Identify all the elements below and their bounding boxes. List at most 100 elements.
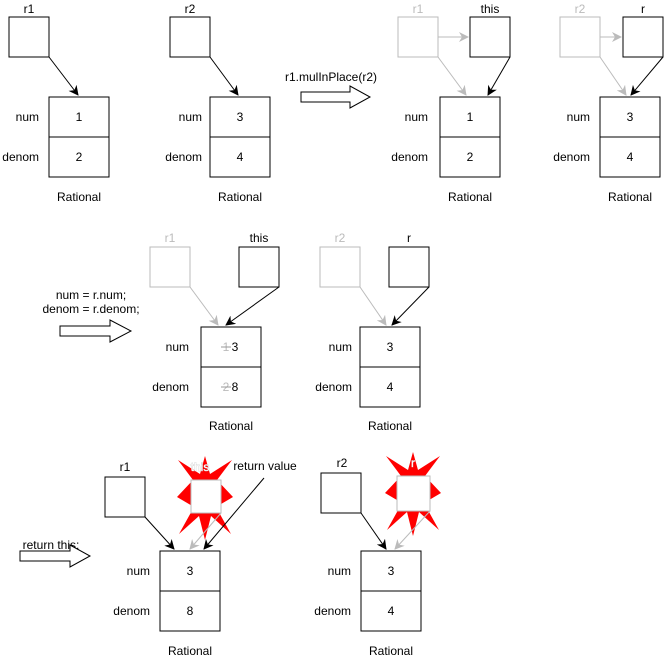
- assign-transition: num = r.num; denom = r.denom;: [42, 288, 140, 343]
- obj1-num-label: num: [405, 110, 428, 124]
- return-text: return this;: [23, 538, 80, 552]
- obj2-class-label: Rational: [369, 644, 413, 658]
- call-text: r1.mulInPlace(r2): [285, 70, 377, 84]
- var-r-label: r: [411, 456, 415, 470]
- obj2-num-cell: [599, 96, 661, 138]
- r1-pointer-arrow: [48, 56, 79, 96]
- var-r2-label: r2: [575, 2, 586, 16]
- var-r2-box: [559, 16, 601, 58]
- obj2-denom-label: denom: [165, 150, 202, 164]
- obj2-denom-cell: [599, 136, 661, 178]
- obj2-class-label: Rational: [368, 419, 412, 433]
- obj1-num-cell: [48, 96, 110, 138]
- obj1-class-label: Rational: [209, 419, 253, 433]
- obj2-denom-value: 4: [387, 380, 394, 394]
- obj2-denom-label: denom: [314, 604, 351, 618]
- var-r1-box: [8, 16, 50, 58]
- return-block-arrow: [19, 544, 92, 568]
- obj2-denom-label: denom: [553, 150, 590, 164]
- obj1-denom-cell: [439, 136, 501, 178]
- obj2-num-cell: [209, 96, 271, 138]
- assign-block-arrow: [59, 319, 133, 343]
- obj2-denom-cell: [359, 366, 421, 408]
- obj1-denom-value: 2: [467, 150, 474, 164]
- var-r2-label: r2: [337, 456, 348, 470]
- stage-3: r1 this num denom 1 3 2 8 Rational r2 r …: [149, 231, 430, 433]
- r1-pointer-arrow: [189, 286, 219, 326]
- return-value-label: return value: [233, 459, 297, 473]
- r2-pointer-arrow: [599, 56, 627, 96]
- var-this-box: [190, 479, 222, 514]
- r2-pointer-arrow: [360, 512, 387, 550]
- obj1-num-label: num: [16, 110, 39, 124]
- obj2-num-value: 3: [237, 110, 244, 124]
- var-r-box: [388, 246, 430, 288]
- call-transition: r1.mulInPlace(r2): [285, 70, 377, 109]
- var-r2-box: [319, 246, 361, 288]
- obj1-class-label: Rational: [448, 190, 492, 204]
- obj2-denom-value: 4: [237, 150, 244, 164]
- r2-pointer-arrow: [359, 286, 387, 326]
- obj1-num-value: 1: [76, 110, 83, 124]
- r-pointer-arrow: [630, 56, 664, 96]
- var-this-label: this: [250, 231, 269, 245]
- var-r1-box: [397, 16, 439, 58]
- r-pointer-arrow: [391, 286, 430, 326]
- var-r1-label: r1: [165, 231, 176, 245]
- obj1-denom-cell: [159, 590, 221, 632]
- assign-line-1: num = r.num;: [56, 288, 126, 302]
- obj1-denom-new-value: 8: [232, 380, 239, 394]
- obj1-num-value: 3: [187, 564, 194, 578]
- var-r-box: [622, 16, 664, 58]
- obj2-denom-label: denom: [315, 380, 352, 394]
- var-r1-box: [104, 476, 146, 518]
- var-this-label: this: [481, 2, 500, 16]
- var-r1-label: r1: [413, 2, 424, 16]
- obj1-denom-cell: [48, 136, 110, 178]
- var-this-box: [469, 16, 511, 58]
- obj2-num-label: num: [567, 110, 590, 124]
- obj2-num-value: 3: [387, 340, 394, 354]
- var-r2-box: [320, 472, 362, 514]
- obj2-num-label: num: [179, 110, 202, 124]
- var-r1-label: r1: [120, 460, 131, 474]
- stage-2: r1 this num denom 1 2 Rational r2 r num …: [391, 2, 664, 204]
- var-r1-box: [149, 246, 191, 288]
- obj1-denom-label: denom: [113, 604, 150, 618]
- assign-line-2: denom = r.denom;: [42, 302, 139, 316]
- obj1-denom-value: 2: [76, 150, 83, 164]
- var-r2-box: [169, 16, 211, 58]
- obj1-denom-cell: [200, 366, 262, 408]
- var-r-box: [396, 475, 431, 512]
- var-r2-label: r2: [185, 2, 196, 16]
- obj2-denom-value: 4: [388, 604, 395, 618]
- this-pointer-arrow: [225, 286, 280, 326]
- obj2-denom-value: 4: [627, 150, 634, 164]
- obj1-num-cell: [439, 96, 501, 138]
- obj1-denom-label: denom: [391, 150, 428, 164]
- obj1-class-label: Rational: [168, 644, 212, 658]
- var-r1-label: r1: [24, 2, 35, 16]
- obj1-num-label: num: [166, 340, 189, 354]
- var-r-label: r: [641, 2, 645, 16]
- r1-pointer-arrow: [437, 56, 467, 96]
- var-this-label: this: [191, 460, 210, 474]
- obj2-denom-cell: [209, 136, 271, 178]
- obj1-num-new-value: 3: [232, 340, 239, 354]
- obj2-num-label: num: [329, 340, 352, 354]
- r2-pointer-arrow: [209, 56, 239, 96]
- obj2-num-cell: [360, 550, 422, 592]
- obj1-class-label: Rational: [57, 190, 101, 204]
- obj2-denom-cell: [360, 590, 422, 632]
- var-r2-label: r2: [335, 231, 346, 245]
- stage-4: r1 this return value num denom 3 8 Ratio…: [104, 452, 441, 658]
- obj2-class-label: Rational: [608, 190, 652, 204]
- stage-1: r1 num denom 1 2 Rational r2 num denom 3…: [2, 2, 271, 204]
- obj1-num-label: num: [127, 564, 150, 578]
- var-this-box: [238, 246, 280, 288]
- r-pointer-arrow: [394, 510, 431, 550]
- obj2-num-label: num: [328, 564, 351, 578]
- call-block-arrow: [300, 85, 372, 109]
- obj2-num-value: 3: [627, 110, 634, 124]
